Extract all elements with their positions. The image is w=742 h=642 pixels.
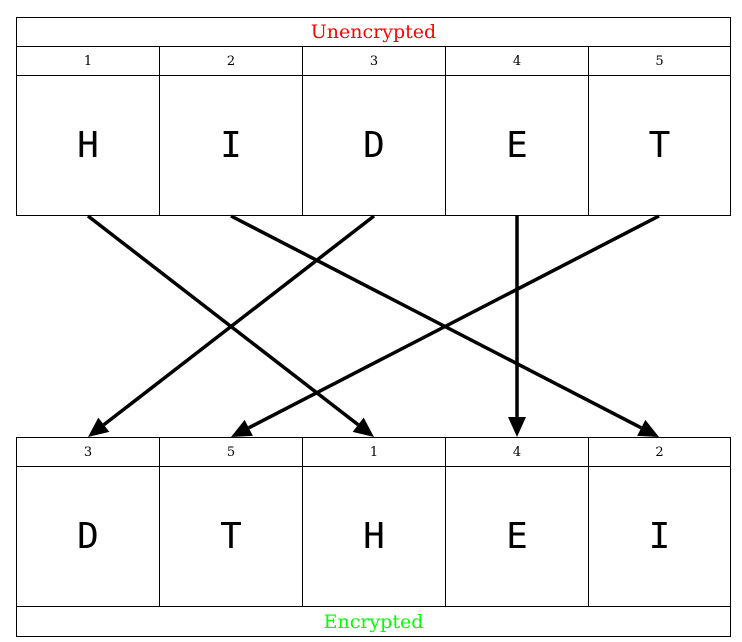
bottom-index-5: 2 (588, 437, 731, 467)
bottom-index-4: 4 (445, 437, 589, 467)
arrow-2-line (230, 214, 643, 430)
arrow-3-line (102, 214, 376, 427)
top-letter-4: E (445, 75, 589, 216)
encrypted-title: Encrypted (16, 606, 731, 637)
bottom-index-2: 5 (159, 437, 303, 467)
top-index-3: 3 (302, 46, 446, 76)
bottom-letter-4: E (445, 466, 589, 607)
arrow-3-head (88, 417, 110, 437)
bottom-letter-3: H (302, 466, 446, 607)
top-letter-5: T (588, 75, 731, 216)
unencrypted-title: Unencrypted (16, 17, 731, 47)
arrow-4-head (508, 417, 526, 437)
bottom-letter-5: I (588, 466, 731, 607)
bottom-letter-1: D (16, 466, 160, 607)
arrow-1-head (352, 417, 374, 437)
top-index-2: 2 (159, 46, 303, 76)
bottom-letter-2: T (159, 466, 303, 607)
arrow-5-line (247, 214, 660, 430)
top-index-5: 5 (588, 46, 731, 76)
bottom-index-3: 1 (302, 437, 446, 467)
arrow-5-head (231, 419, 253, 437)
arrow-1-line (86, 214, 360, 427)
top-index-4: 4 (445, 46, 589, 76)
bottom-index-1: 3 (16, 437, 160, 467)
arrow-2-head (637, 419, 659, 437)
top-letter-1: H (16, 75, 160, 216)
arrow-layer (86, 214, 660, 437)
